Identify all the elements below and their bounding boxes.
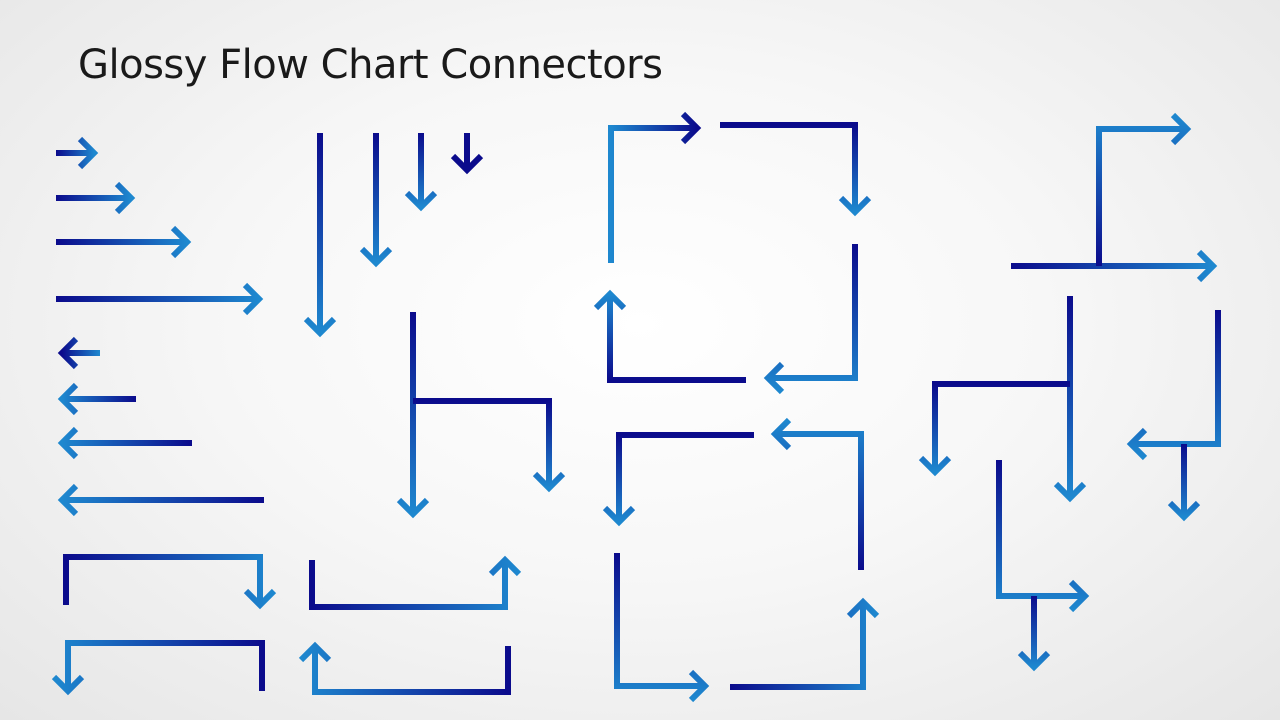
cycle-connector-right-up[interactable] [730, 597, 880, 690]
bracket-connector-down[interactable] [63, 554, 277, 610]
left-arrow[interactable] [57, 382, 136, 416]
branch-stem [396, 312, 430, 519]
cycle-connector-up-right[interactable] [608, 111, 702, 263]
bracket-connector-down-left[interactable] [51, 640, 265, 696]
cycle-connector-up-left[interactable] [770, 417, 864, 570]
corner-branch-down-short[interactable] [1017, 596, 1051, 672]
left-arrows-group [57, 336, 264, 517]
right-arrow[interactable] [56, 136, 99, 170]
bracket-connector-up[interactable] [309, 555, 522, 610]
left-arrow[interactable] [57, 336, 100, 370]
corner-connector-down-left[interactable] [1126, 310, 1221, 461]
lower-cycle-group [602, 417, 880, 703]
cycle-connector-left-up[interactable] [593, 289, 746, 383]
down-arrows-group [303, 133, 484, 338]
bracket-connectors-group [51, 554, 522, 696]
upper-cycle-group [593, 111, 872, 395]
branch-connector-horizontal[interactable] [1011, 249, 1218, 283]
cycle-connector-left-down[interactable] [602, 432, 754, 527]
t-branch-connector[interactable] [396, 312, 566, 519]
left-arrow[interactable] [57, 426, 192, 460]
bracket-connector-up-left[interactable] [298, 641, 511, 695]
cycle-connector-down-left[interactable] [763, 244, 858, 395]
down-arrow[interactable] [359, 133, 393, 268]
left-arrow[interactable] [57, 483, 264, 517]
right-arrow[interactable] [56, 181, 136, 215]
corner-branch-down[interactable] [1167, 444, 1201, 522]
cycle-connector-down-right[interactable] [614, 553, 710, 703]
down-arrow[interactable] [404, 133, 438, 212]
corner-connector-down-right[interactable] [996, 460, 1090, 613]
branch-arm [413, 398, 566, 493]
branch-connector-left-down[interactable] [918, 381, 1070, 477]
slide-title: Glossy Flow Chart Connectors [78, 42, 663, 88]
right-arrow[interactable] [56, 225, 192, 259]
branch-connector-vertical[interactable] [1053, 296, 1087, 503]
right-arrows-group [56, 136, 264, 316]
down-arrow[interactable] [303, 133, 337, 338]
cycle-connector-right-down[interactable] [720, 122, 872, 217]
down-arrow[interactable] [450, 133, 484, 175]
branch-connector-up-right[interactable] [1096, 112, 1192, 266]
right-arrow[interactable] [56, 282, 264, 316]
right-branch-group [918, 112, 1221, 672]
